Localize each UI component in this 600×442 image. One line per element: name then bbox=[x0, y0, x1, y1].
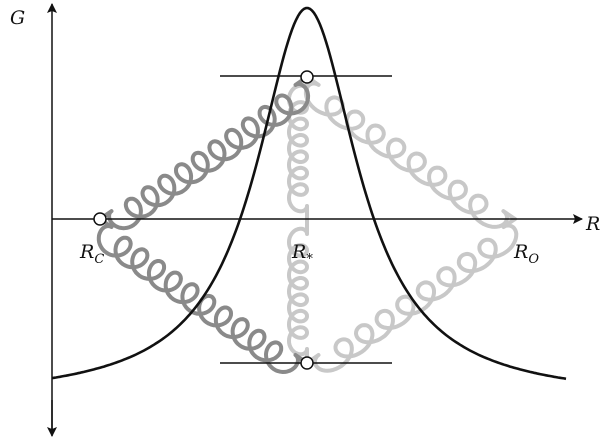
transition-label-sub: * bbox=[306, 252, 313, 267]
reactant-label-sub: C bbox=[94, 252, 104, 267]
spring-reactant-to-bottom bbox=[96, 217, 309, 374]
transition-label: R* bbox=[291, 241, 313, 267]
energy-curve bbox=[51, 6, 567, 381]
top-node bbox=[300, 70, 314, 84]
spring-vertical-upper bbox=[287, 75, 309, 222]
light-springs bbox=[287, 75, 519, 373]
reactant-label-main: R bbox=[79, 241, 94, 263]
spring-bottom-to-product bbox=[305, 217, 519, 373]
reactant-node bbox=[93, 212, 107, 226]
transition-label-main: R bbox=[291, 241, 306, 263]
dark-springs bbox=[96, 75, 311, 374]
bottom-node bbox=[300, 356, 314, 370]
spring-top-to-product bbox=[303, 75, 517, 229]
product-label-main: R bbox=[513, 241, 528, 263]
x-axis-label: R bbox=[585, 213, 600, 235]
product-label-sub: O bbox=[528, 252, 539, 267]
reactant-label: RC bbox=[79, 241, 104, 267]
spring-reactant-to-top bbox=[98, 75, 311, 231]
product-label: RO bbox=[513, 241, 539, 267]
y-axis-label: G bbox=[10, 7, 25, 29]
spring-vertical-lower bbox=[287, 218, 309, 365]
